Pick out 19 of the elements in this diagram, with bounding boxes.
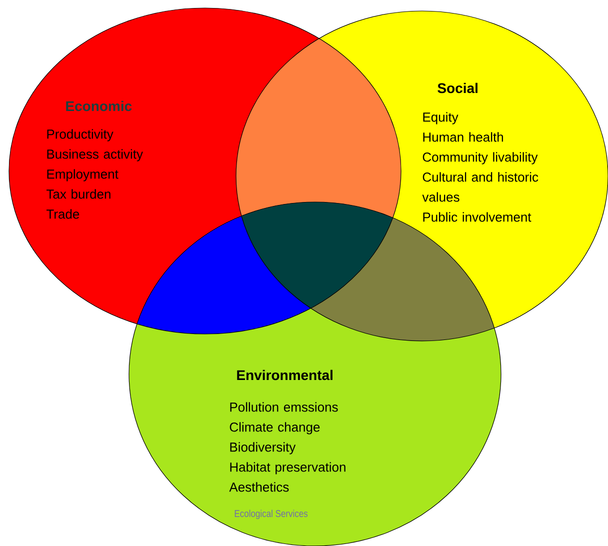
list-item: Pollution emssions — [230, 402, 338, 412]
list-item: Habitat preservation — [230, 462, 346, 474]
list-item: Tax burden — [46, 189, 110, 199]
list-item: Equity — [423, 112, 458, 124]
list-item: Trade — [46, 209, 80, 219]
circle-heading: Economic — [66, 100, 132, 112]
list-item: Community livability — [422, 152, 538, 164]
list-item: Cultural and historic values — [422, 172, 538, 202]
list-item: Public involvement — [423, 212, 532, 222]
list-item: Business activity — [47, 149, 143, 162]
list-item: Biodiversity — [230, 442, 296, 454]
list-item: Climate change — [230, 422, 320, 434]
circle-heading: Environmental — [237, 370, 332, 380]
footnote-text: Ecological Services — [234, 510, 308, 520]
circle-heading: Social — [438, 82, 478, 94]
list-item: Aesthetics — [229, 482, 289, 492]
list-item: Human health — [423, 132, 503, 142]
list-item: Productivity — [47, 129, 114, 142]
list-item: Employment — [47, 169, 118, 182]
